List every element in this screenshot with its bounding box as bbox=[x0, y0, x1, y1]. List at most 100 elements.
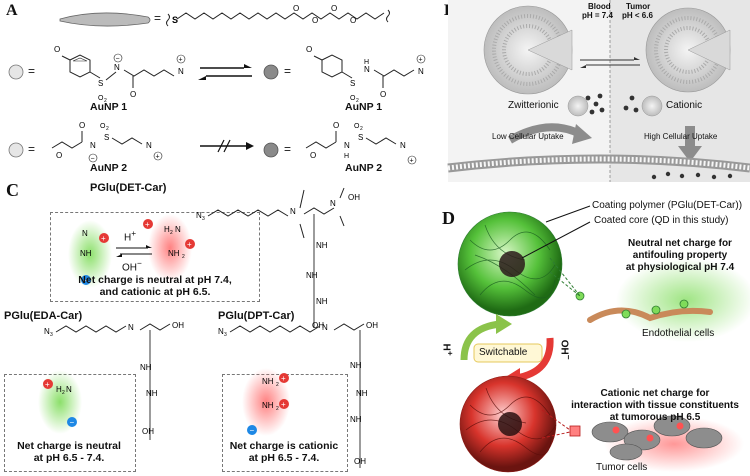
svg-text:N: N bbox=[178, 67, 184, 76]
svg-text:2: 2 bbox=[276, 406, 279, 412]
aunp-sphere-icon bbox=[263, 142, 279, 158]
svg-text:NH: NH bbox=[350, 415, 362, 424]
svg-text:+: + bbox=[419, 57, 423, 64]
cationic-note-line2: interaction with tissue constituents bbox=[571, 400, 739, 411]
svg-text:2: 2 bbox=[276, 382, 279, 388]
svg-text:H: H bbox=[364, 59, 369, 66]
zwitterionic-label: Zwitterionic bbox=[508, 100, 559, 111]
svg-text:3: 3 bbox=[224, 332, 227, 338]
svg-text:NH: NH bbox=[316, 241, 328, 250]
svg-text:N: N bbox=[196, 211, 202, 220]
dpt-note: Net charge is cationic at pH 6.5 - 7.4. bbox=[222, 440, 346, 464]
thiol-chain bbox=[176, 12, 385, 20]
tumor-ph-label: pH < 6.6 bbox=[622, 11, 653, 20]
eda-note-line1: Net charge is neutral bbox=[17, 440, 121, 452]
svg-text:O: O bbox=[54, 45, 60, 54]
svg-text:OH: OH bbox=[172, 321, 184, 330]
svg-text:NH: NH bbox=[316, 297, 328, 306]
cell-membrane bbox=[447, 154, 750, 173]
svg-text:2: 2 bbox=[356, 98, 359, 104]
svg-text:O: O bbox=[100, 123, 106, 130]
panel-d-illustration bbox=[457, 205, 750, 473]
svg-text:O: O bbox=[312, 16, 318, 25]
cationic-label: Cationic bbox=[666, 100, 703, 111]
tumor-cells-label: Tumor cells bbox=[596, 462, 648, 473]
panel-b-illustration bbox=[447, 0, 750, 182]
switchable-label: Switchable bbox=[479, 347, 528, 358]
aunp-sphere-icon bbox=[8, 64, 24, 80]
aunp1-left-label: AuNP 1 bbox=[90, 101, 128, 113]
svg-text:N: N bbox=[330, 199, 336, 208]
svg-text:O: O bbox=[354, 123, 360, 130]
svg-text:N: N bbox=[66, 385, 72, 394]
aunp1-right-label: AuNP 1 bbox=[345, 101, 383, 113]
svg-text:N: N bbox=[322, 323, 328, 332]
panel-d-label: D bbox=[442, 208, 455, 228]
det-note-line2: and cationic at pH 6.5. bbox=[99, 286, 211, 298]
svg-text:N: N bbox=[290, 207, 296, 216]
svg-text:2: 2 bbox=[170, 230, 173, 236]
panel-b: B bbox=[440, 0, 750, 182]
eda-note-line2: at pH 6.5 - 7.4. bbox=[33, 452, 105, 464]
svg-text:O: O bbox=[331, 4, 337, 13]
svg-text:N: N bbox=[128, 323, 134, 332]
dpt-note-line1: Net charge is cationic bbox=[229, 440, 339, 452]
svg-text:OH: OH bbox=[348, 193, 360, 202]
svg-text:+: + bbox=[45, 380, 50, 389]
svg-text:NH: NH bbox=[262, 401, 274, 410]
dpt-note-line2: at pH 6.5 - 7.4. bbox=[248, 452, 320, 464]
svg-text:O: O bbox=[380, 90, 386, 99]
panel-a-label: A bbox=[6, 2, 18, 19]
svg-text:O: O bbox=[310, 151, 316, 160]
svg-text:2: 2 bbox=[182, 254, 185, 260]
svg-text:3: 3 bbox=[202, 216, 205, 222]
svg-text:OH: OH bbox=[142, 427, 154, 436]
equals-sign: = bbox=[28, 142, 36, 156]
equals-sign: = bbox=[284, 64, 292, 78]
svg-text:−: − bbox=[91, 156, 95, 163]
svg-text:N: N bbox=[418, 67, 424, 76]
svg-text:2: 2 bbox=[62, 390, 65, 396]
blood-label: Blood bbox=[588, 2, 611, 11]
cationic-note-line3: at tumorous pH 6.5 bbox=[609, 412, 701, 423]
det-title: PGlu(DET-Car) bbox=[90, 182, 167, 194]
svg-text:2: 2 bbox=[104, 98, 107, 104]
svg-text:O: O bbox=[56, 151, 62, 160]
svg-text:NH: NH bbox=[306, 271, 318, 280]
eda-title: PGlu(EDA-Car) bbox=[4, 310, 83, 322]
low-uptake-arrow-icon bbox=[507, 123, 582, 144]
svg-text:H: H bbox=[56, 385, 62, 394]
svg-text:N: N bbox=[44, 327, 50, 336]
svg-text:S: S bbox=[172, 15, 178, 25]
aunp-sphere-icon bbox=[8, 142, 24, 158]
panel-d: D bbox=[430, 200, 750, 476]
panel-c: C PGlu(DET-Car) PGlu(EDA-Car) PGlu(DPT-C… bbox=[0, 178, 430, 476]
det-note-line1: Net charge is neutral at pH 7.4, bbox=[78, 274, 232, 286]
svg-text:S: S bbox=[358, 133, 363, 142]
svg-text:+: + bbox=[187, 240, 192, 249]
svg-text:O: O bbox=[306, 45, 312, 54]
svg-text:−: − bbox=[116, 56, 120, 63]
c-hplus-label: H+ bbox=[124, 228, 137, 244]
equals-sign: = bbox=[28, 64, 36, 78]
high-uptake-label: High Cellular Uptake bbox=[644, 132, 718, 141]
d-hplus-label: H+ bbox=[440, 343, 456, 356]
svg-text:NH: NH bbox=[168, 249, 180, 258]
svg-text:OH: OH bbox=[354, 457, 366, 466]
aunp-sphere-icon bbox=[263, 64, 279, 80]
c-ohminus-label: OH− bbox=[122, 258, 142, 274]
qd-core-icon bbox=[499, 251, 525, 277]
svg-text:N: N bbox=[146, 141, 152, 150]
det-note: Net charge is neutral at pH 7.4, and cat… bbox=[54, 274, 256, 298]
svg-text:+: + bbox=[145, 220, 150, 229]
svg-text:NH: NH bbox=[350, 361, 362, 370]
svg-text:O: O bbox=[98, 95, 104, 102]
ligand-teardrop-icon bbox=[59, 12, 151, 27]
cationic-note-line1: Cationic net charge for bbox=[600, 388, 710, 399]
svg-text:NH: NH bbox=[356, 389, 368, 398]
svg-text:H: H bbox=[344, 153, 349, 160]
svg-text:N: N bbox=[90, 141, 96, 150]
cationic-note: Cationic net charge for interaction with… bbox=[560, 388, 750, 424]
panel-c-label: C bbox=[6, 180, 19, 200]
